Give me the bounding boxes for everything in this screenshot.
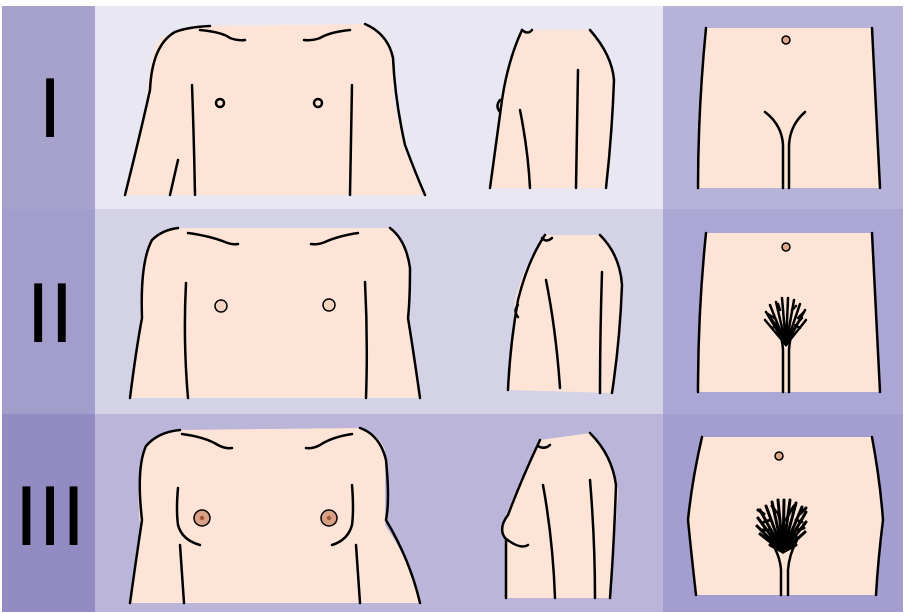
stage-row-3: III [2,414,903,612]
stage-row-2: II [2,209,903,414]
stage-1-navel-icon [782,36,790,44]
stage-3-pelvis [688,437,883,595]
stage-2-chest-front [130,228,420,398]
stage-1-pelvis [698,28,880,188]
stage-2-pelvis [698,233,880,392]
stage-1-right-areola [314,99,322,107]
stage-3-label: III [15,471,86,564]
stage-2-label: II [26,268,73,361]
stage-2-navel-icon [782,243,790,251]
stage-3-right-nipple [327,516,331,520]
stage-3-chest-front [130,428,420,603]
stage-3-navel-icon [775,452,783,460]
stage-row-1: I [2,6,903,209]
stage-2-right-areola [323,299,335,311]
stage-1-left-areola [216,99,224,107]
stage-3-left-nipple [200,516,204,520]
stage-2-left-areola [215,300,227,312]
stage-1-chest-front [125,24,425,195]
stage-1-label: I [38,63,62,156]
